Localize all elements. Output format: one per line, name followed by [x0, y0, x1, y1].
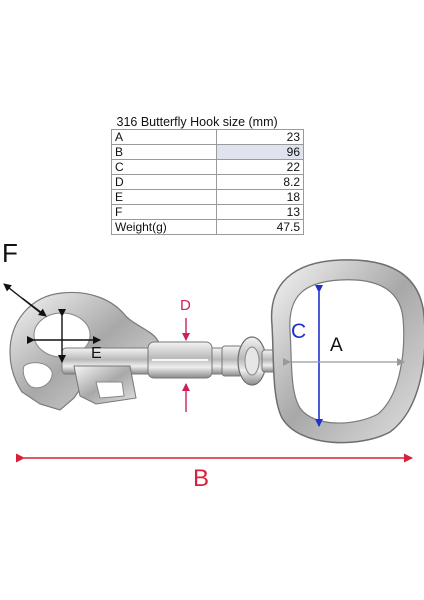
label-e: E	[91, 345, 102, 362]
row-label: A	[111, 129, 217, 145]
row-label: E	[111, 189, 217, 205]
row-label: B	[111, 144, 217, 160]
dimension-f-arrow-2	[21, 297, 47, 317]
table-row: C 22	[111, 159, 304, 175]
row-value: 96	[216, 144, 304, 160]
table-title: 316 Butterfly Hook size (mm)	[111, 115, 304, 130]
label-f: F	[2, 238, 18, 268]
table-row: D 8.2	[111, 174, 304, 190]
table-row: E 18	[111, 189, 304, 205]
row-value: 8.2	[216, 174, 304, 190]
row-label: C	[111, 159, 217, 175]
table-row: Weight(g) 47.5	[111, 219, 304, 235]
size-spec-table: 316 Butterfly Hook size (mm) A 23 B 96 C…	[111, 115, 304, 235]
label-c: C	[291, 320, 306, 343]
row-value: 13	[216, 204, 304, 220]
row-value: 23	[216, 129, 304, 145]
table-row: B 96	[111, 144, 304, 160]
row-value: 47.5	[216, 219, 304, 235]
d-ring-photo	[270, 259, 424, 444]
table-row: A 23	[111, 129, 304, 145]
row-label: F	[111, 204, 217, 220]
row-value: 18	[216, 189, 304, 205]
label-a: A	[330, 335, 343, 356]
table-row: F 13	[111, 204, 304, 220]
label-d: D	[180, 297, 191, 314]
row-label: Weight(g)	[111, 219, 217, 235]
hook-photo	[9, 291, 279, 411]
label-b: B	[193, 465, 209, 492]
row-label: D	[111, 174, 217, 190]
row-value: 22	[216, 159, 304, 175]
